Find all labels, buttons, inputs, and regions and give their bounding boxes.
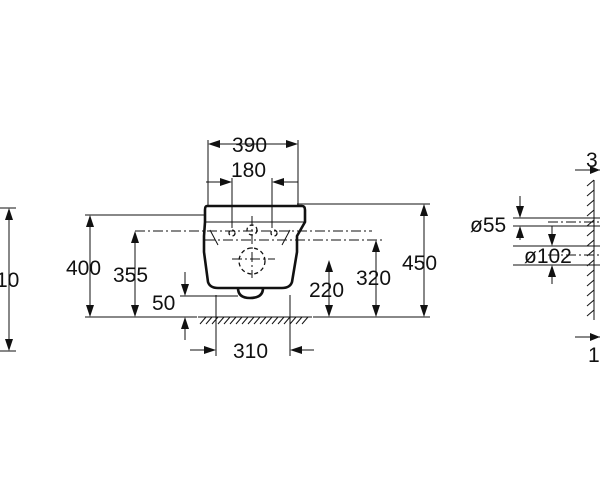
dim-310: 310 (190, 340, 314, 363)
dim-fixing-height: 320 (356, 267, 391, 290)
dim-400: 400 (66, 215, 101, 317)
dim-outlet-offset: 50 (152, 292, 175, 315)
centre-lines (135, 216, 385, 278)
wall (586, 179, 595, 320)
dim-base-width: 310 (233, 340, 268, 363)
dim-right-top-partial: 3 (586, 149, 598, 172)
dim-inlet-diameter: ø55 (470, 214, 506, 237)
dim-inlet-diameter-group: ø55 (470, 196, 524, 240)
dim-220: 220 (309, 260, 344, 317)
dim-inlet-spacing: 180 (231, 159, 266, 182)
hidden-holes (228, 224, 278, 275)
dim-outlet-diameter: ø102 (524, 245, 572, 268)
dim-overall-width: 390 (232, 134, 267, 157)
dim-390: 390 (208, 134, 298, 157)
dim-outlet-diameter-group: ø102 (524, 226, 572, 284)
floor-hatch (198, 316, 312, 325)
dim-inlet-height: 355 (113, 264, 148, 287)
dim-total-height: 400 (66, 257, 101, 280)
extension-lines (85, 140, 430, 356)
dim-320: 320 (356, 240, 391, 317)
left-partial-dimension: 10 (0, 207, 19, 352)
dim-outlet-height: 220 (309, 279, 344, 302)
toilet-body (202, 204, 307, 300)
side-view: ø55 ø102 3 1 (470, 149, 600, 367)
front-view: 390 180 310 400 (66, 134, 437, 363)
dim-rim-height: 450 (402, 252, 437, 275)
dim-355: 355 (113, 231, 148, 317)
dim-180: 180 (206, 159, 298, 186)
dim-50: 50 (152, 272, 189, 340)
dim-450: 450 (402, 204, 437, 317)
dim-right-bottom-partial: 1 (588, 344, 600, 367)
dim-left-partial: 10 (0, 269, 19, 292)
side-partial-dims: 3 1 (586, 149, 600, 367)
